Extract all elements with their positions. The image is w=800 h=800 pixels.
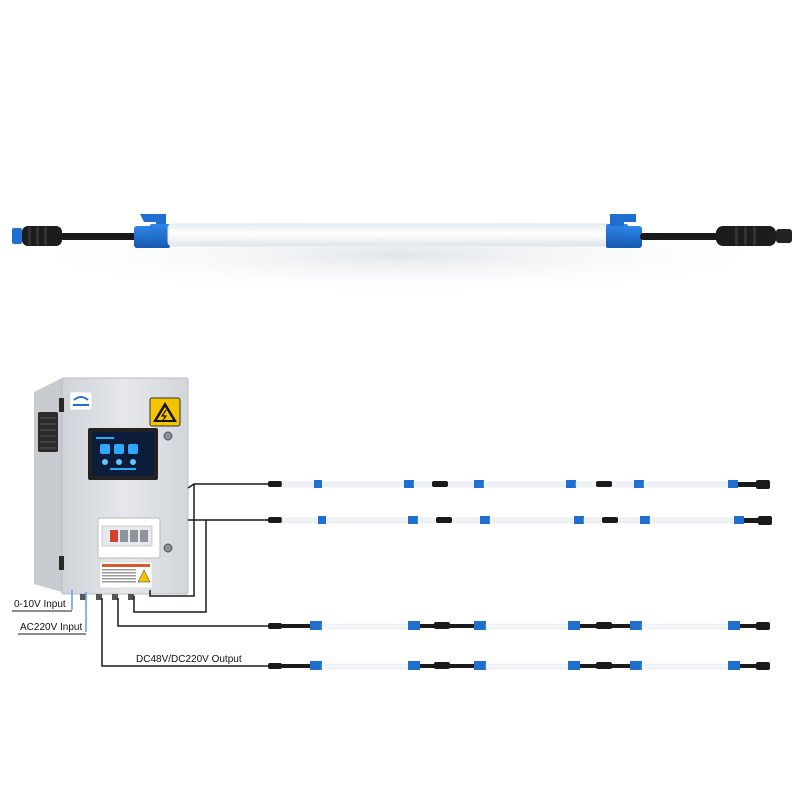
specification-sticker [99, 561, 153, 589]
label-leaders [12, 610, 86, 635]
right-socket-connector [716, 226, 792, 246]
right-end-cap [606, 214, 642, 248]
main-tube-light [10, 214, 792, 295]
control-cabinet [34, 377, 189, 600]
left-end-cap [134, 214, 170, 248]
tube-string-row-4 [268, 661, 770, 670]
left-cable [60, 233, 140, 240]
output-cable-row-1 [187, 483, 282, 489]
screen-app-icon [100, 444, 138, 465]
tube-string-row-3 [268, 621, 770, 630]
label-ac220v-input: AC220V Input [20, 622, 83, 633]
cabinet-side [34, 378, 62, 592]
fan-icon [38, 412, 58, 452]
warning-icon [149, 397, 181, 427]
tube-body [167, 223, 611, 247]
circuit-breaker-panel [97, 517, 161, 559]
label-dc-output: DC48V/DC220V Output [136, 654, 242, 665]
tube-string-row-1 [268, 480, 770, 489]
lock-icon [163, 431, 173, 441]
output-cable-row-4 [101, 598, 282, 667]
tube-string-row-2 [268, 516, 772, 525]
output-cable-row-2 [133, 519, 207, 613]
touch-screen-display [88, 428, 158, 480]
cabinet-cables [71, 483, 282, 667]
output-cable-row-3 [117, 598, 282, 627]
right-cable [640, 233, 720, 240]
left-plug-connector [12, 226, 62, 246]
logo-icon [69, 391, 93, 411]
label-0-10v-input: 0-10V Input [14, 599, 66, 610]
